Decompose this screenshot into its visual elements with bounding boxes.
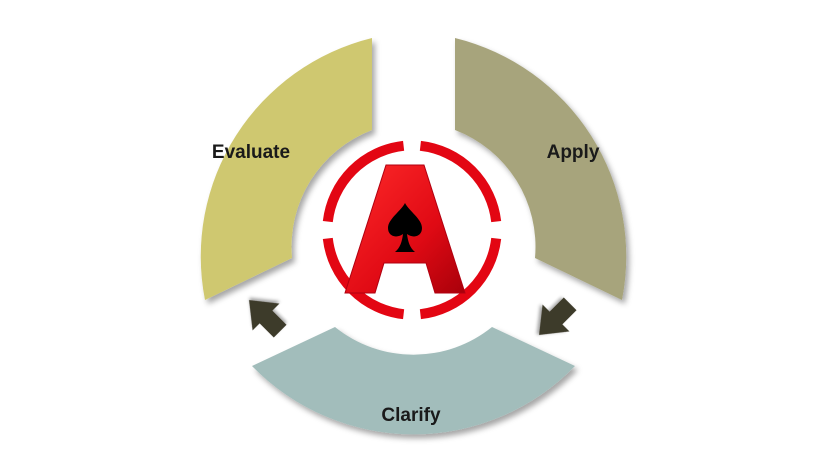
arrow-apply-to-clarify-icon [539,297,577,335]
segment-clarify [252,327,575,435]
label-apply: Apply [547,142,600,163]
label-clarify: Clarify [381,405,441,426]
label-evaluate: Evaluate [212,142,290,163]
segment-evaluate [200,38,372,300]
spade-icon [388,203,422,252]
arrow-clarify-to-evaluate-icon [249,300,287,338]
segment-apply [455,38,627,300]
center-logo [322,140,502,320]
